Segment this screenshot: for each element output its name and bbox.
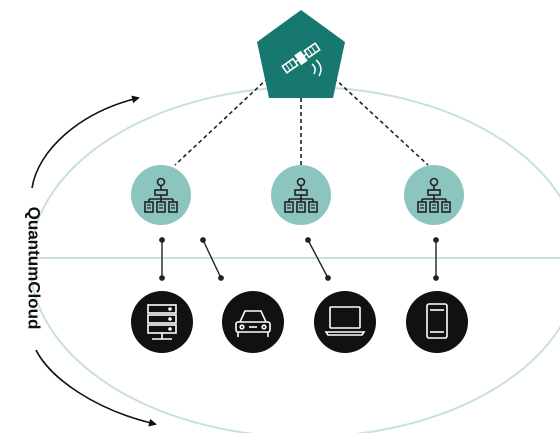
satellite-link-right xyxy=(333,77,429,166)
device-link-3 xyxy=(307,239,329,279)
device-link-2 xyxy=(202,239,222,279)
brand-label: QuantumCloud xyxy=(25,207,44,330)
hub-node-left xyxy=(131,165,191,225)
laptop-icon xyxy=(324,306,366,336)
hub-node-center xyxy=(271,165,331,225)
arrow-upper xyxy=(31,95,140,189)
device-tablet xyxy=(406,291,468,353)
device-server xyxy=(131,291,193,353)
car-icon xyxy=(235,310,271,337)
outer-ring xyxy=(29,86,560,438)
device-car xyxy=(222,291,284,353)
satellite-link-left xyxy=(174,77,269,166)
signal-waves-icon xyxy=(311,59,322,77)
device-laptop xyxy=(314,291,376,353)
device-links xyxy=(159,237,439,281)
satellite-links xyxy=(174,77,429,166)
satellite-icon xyxy=(281,42,321,74)
hub-node-right xyxy=(404,165,464,225)
arrow-lower xyxy=(35,349,157,427)
satellite-node xyxy=(257,10,345,98)
tablet-icon xyxy=(426,303,448,339)
server-icon xyxy=(147,304,177,340)
